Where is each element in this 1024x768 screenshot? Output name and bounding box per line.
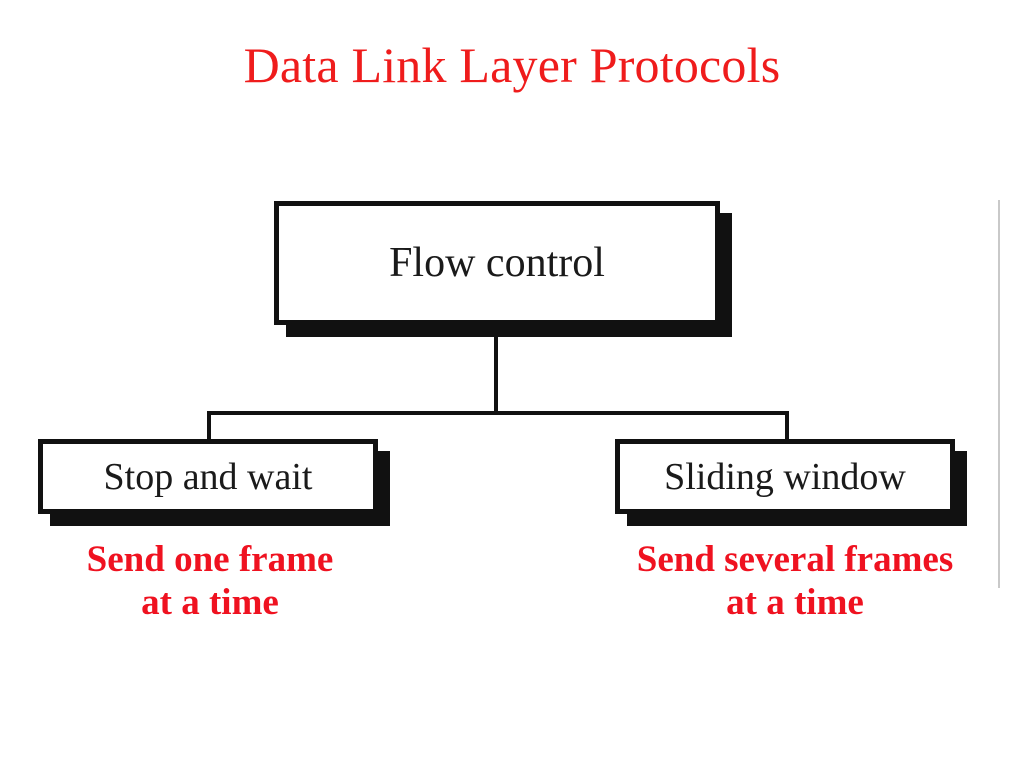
caption-stop-and-wait-line-1: Send one frame bbox=[86, 539, 334, 580]
connector-drop-stop-and-wait bbox=[207, 411, 211, 441]
node-stop-and-wait[interactable]: Stop and wait bbox=[38, 439, 378, 514]
connector-horizontal-bus bbox=[207, 411, 789, 415]
node-sliding-window[interactable]: Sliding window bbox=[615, 439, 955, 514]
node-flow-control[interactable]: Flow control bbox=[274, 201, 720, 325]
right-margin-rule bbox=[998, 200, 1000, 588]
caption-sliding-window: Send several frames at a time bbox=[575, 538, 1015, 624]
node-stop-and-wait-label: Stop and wait bbox=[103, 455, 313, 498]
caption-stop-and-wait-line-2: at a time bbox=[141, 582, 279, 623]
connector-root-stem bbox=[494, 337, 498, 415]
page-title: Data Link Layer Protocols bbox=[243, 37, 781, 93]
node-sliding-window-label: Sliding window bbox=[664, 455, 906, 498]
node-flow-control-label: Flow control bbox=[389, 240, 605, 286]
caption-sliding-window-line-2: at a time bbox=[726, 582, 864, 623]
connector-drop-sliding-window bbox=[785, 411, 789, 441]
caption-stop-and-wait: Send one frame at a time bbox=[10, 538, 410, 624]
caption-sliding-window-line-1: Send several frames bbox=[636, 539, 954, 580]
